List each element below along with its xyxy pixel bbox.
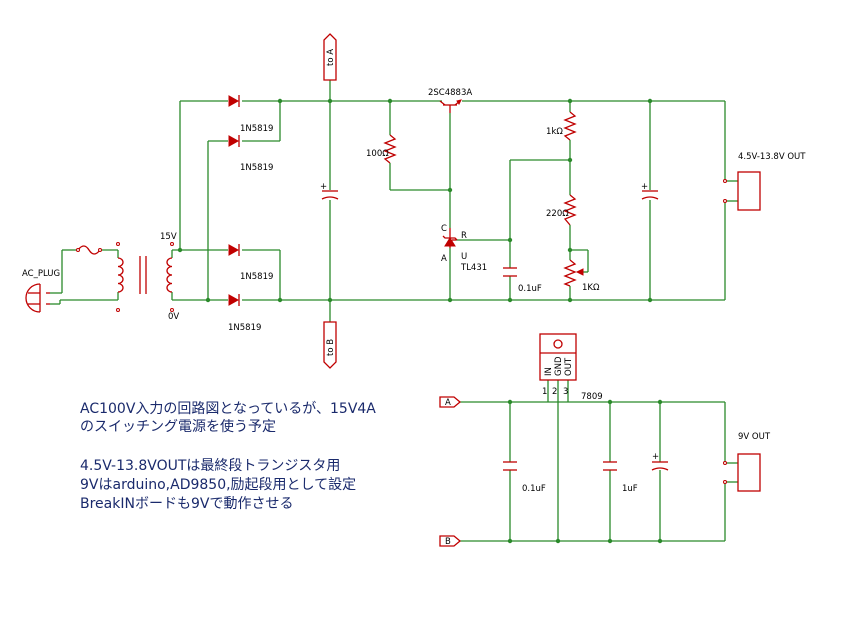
resistor-220-label: 220Ω (546, 209, 569, 219)
ac-plug-symbol (25, 283, 50, 313)
note-line-4: 9Vはarduino,AD9850,励起段用として設定 (80, 477, 357, 493)
diode-d4-label: 1N5819 (228, 323, 261, 333)
diode-d4 (228, 294, 240, 306)
potentiometer-1k (563, 259, 584, 287)
electrolytic-cap-9v (651, 461, 669, 471)
output-main-label: 4.5V-13.8V OUT (738, 152, 806, 162)
cap-output-plus: + (641, 182, 648, 192)
diode-d3-label: 1N5819 (240, 272, 273, 282)
tl431-pin-c: C (441, 224, 447, 234)
port-b (439, 535, 462, 547)
capacitor-1uf-label: 1uF (622, 484, 638, 494)
cap-9v-plus: + (652, 452, 659, 462)
capacitor-01uf-top (503, 267, 517, 277)
note-line-2: のスイッチング電源を使う予定 (80, 419, 276, 435)
electrolytic-cap-output (641, 190, 659, 200)
port-to-a-label: to A (326, 49, 336, 66)
secondary-15v-label: 15V (160, 232, 177, 242)
diode-d3 (228, 244, 240, 256)
regulator-7809 (539, 333, 577, 381)
note-line-1: AC100V入力の回路図となっているが、15V4A (80, 401, 376, 417)
wires-regulator (460, 380, 738, 542)
regulator-label: 7809 (581, 392, 603, 402)
resistor-1k (563, 111, 577, 141)
cap-input-plus: + (320, 182, 327, 192)
output-terminal-9v (723, 453, 761, 492)
shunt-regulator-tl431 (442, 228, 458, 248)
diode-d2-label: 1N5819 (240, 163, 273, 173)
electrolytic-cap-input (321, 190, 339, 200)
reg-pin-gnd: GND (554, 356, 564, 376)
reg-pin3-number: 3 (563, 387, 568, 397)
port-to-b (323, 321, 337, 369)
capacitor-01uf-bottom-label: 0.1uF (522, 484, 546, 494)
tl431-pin-a: A (441, 254, 447, 264)
transistor-2sc4883a (439, 99, 462, 113)
potentiometer-1k-label: 1KΩ (582, 283, 600, 293)
junction-dots (177, 98, 663, 544)
port-a (439, 396, 462, 408)
resistor-220 (563, 194, 577, 226)
tl431-ref-u: U (461, 252, 467, 262)
diode-d2 (228, 135, 240, 147)
output-terminal-main (723, 171, 761, 211)
port-to-a (323, 33, 337, 81)
resistor-100-label: 100Ω (366, 149, 389, 159)
note-line-5: BreakINボードも9Vで動作させる (80, 496, 294, 512)
reg-pin-in: IN (544, 367, 554, 376)
port-b-label: B (445, 537, 451, 547)
transistor-label: 2SC4883A (428, 88, 472, 98)
note-line-3: 4.5V-13.8VOUTは最終段トランジスタ用 (80, 458, 341, 474)
diode-d1-label: 1N5819 (240, 124, 273, 134)
capacitor-01uf-bottom (503, 461, 517, 471)
capacitor-01uf-top-label: 0.1uF (518, 284, 542, 294)
port-to-b-label: to B (326, 339, 336, 356)
diode-d1 (228, 95, 240, 107)
resistor-100 (383, 134, 397, 164)
tl431-label: TL431 (460, 263, 487, 273)
wires-main (50, 80, 738, 322)
port-a-label: A (445, 398, 451, 408)
capacitor-1uf (603, 461, 617, 471)
secondary-0v-label: 0V (168, 312, 179, 322)
reg-pin-out: OUT (564, 357, 574, 376)
resistor-1k-label: 1kΩ (546, 127, 563, 137)
fuse-symbol (76, 245, 102, 255)
tl431-pin-r: R (461, 231, 467, 241)
reg-pin2-number: 2 (552, 387, 557, 397)
output-9v-label: 9V OUT (738, 432, 771, 442)
ac-plug-label: AC_PLUG (22, 269, 60, 279)
reg-pin1-number: 1 (542, 387, 547, 397)
transformer-symbol (116, 242, 174, 312)
